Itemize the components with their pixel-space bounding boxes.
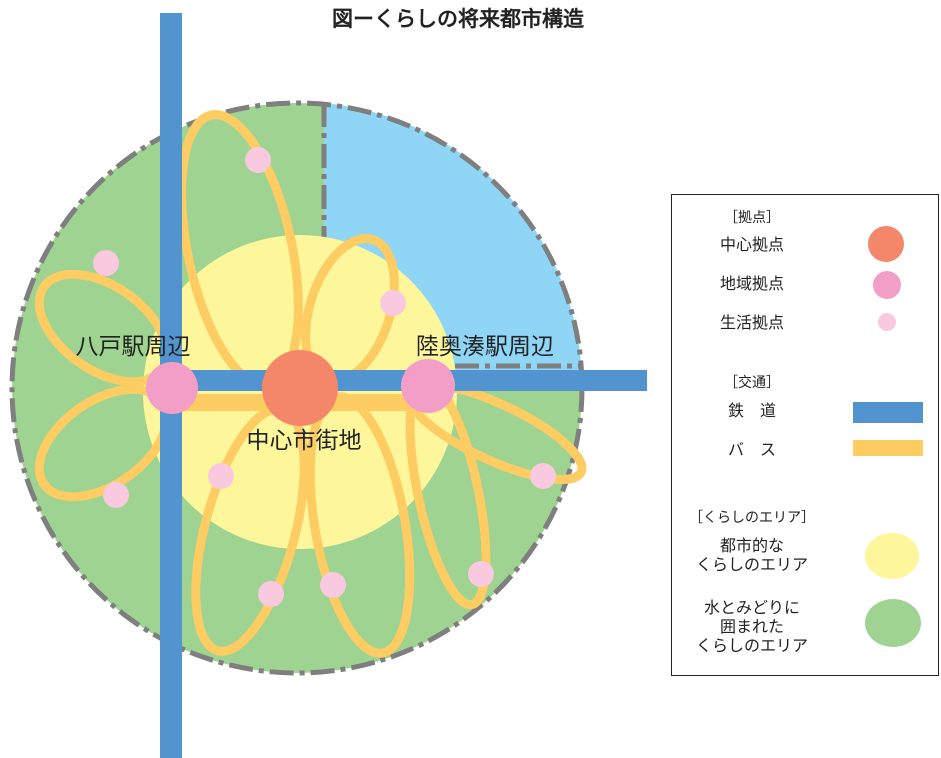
legend-living-node-label: 生活拠点 bbox=[719, 313, 784, 332]
legend-urban-area-label: 都市的な くらしのエリア bbox=[695, 536, 808, 574]
legend-green-area-label: 水とみどりに 囲まれた くらしのエリア bbox=[695, 598, 808, 655]
legend-regional-node-label: 地域拠点 bbox=[719, 274, 784, 293]
label-mutsuminato-station: 陸奥湊駅周辺 bbox=[416, 334, 554, 360]
label-hachinohe-station: 八戸駅周辺 bbox=[76, 334, 191, 360]
legend-green-area-symbol bbox=[865, 599, 921, 647]
regional-node-hachinohe bbox=[146, 362, 198, 414]
page-title: 図ーくらしの将来都市構造 bbox=[332, 7, 585, 31]
legend-central-node-label: 中心拠点 bbox=[719, 235, 784, 254]
regional-node-mutsuminato bbox=[401, 359, 455, 413]
legend-transport-header: ［交通］ bbox=[724, 375, 780, 391]
legend-central-node-symbol bbox=[868, 226, 904, 262]
legend-bus-label: バ ス bbox=[727, 440, 776, 459]
legend: ［拠点］ 中心拠点 地域拠点 生活拠点 ［交通］ 鉄 道 バ ス ［くらしのエリ… bbox=[671, 194, 939, 676]
legend-railway-label: 鉄 道 bbox=[727, 401, 776, 420]
label-central-district: 中心市街地 bbox=[247, 428, 362, 454]
living-node bbox=[468, 561, 494, 587]
living-node bbox=[530, 463, 556, 489]
living-node bbox=[245, 147, 271, 173]
living-node bbox=[258, 581, 284, 607]
legend-nodes-header: ［拠点］ bbox=[724, 210, 780, 226]
legend-regional-node-symbol bbox=[873, 271, 901, 299]
legend-bus-symbol bbox=[853, 440, 923, 456]
legend-urban-area-symbol bbox=[865, 533, 919, 579]
living-node bbox=[320, 572, 346, 598]
legend-living-node-symbol bbox=[878, 313, 896, 331]
living-node bbox=[93, 250, 119, 276]
living-node bbox=[103, 482, 129, 508]
legend-railway-symbol bbox=[853, 402, 923, 423]
living-node bbox=[380, 290, 406, 316]
living-node bbox=[208, 463, 234, 489]
legend-area-header: ［くらしのエリア］ bbox=[689, 510, 815, 526]
central-node bbox=[262, 350, 338, 426]
living-nodes bbox=[93, 147, 556, 607]
